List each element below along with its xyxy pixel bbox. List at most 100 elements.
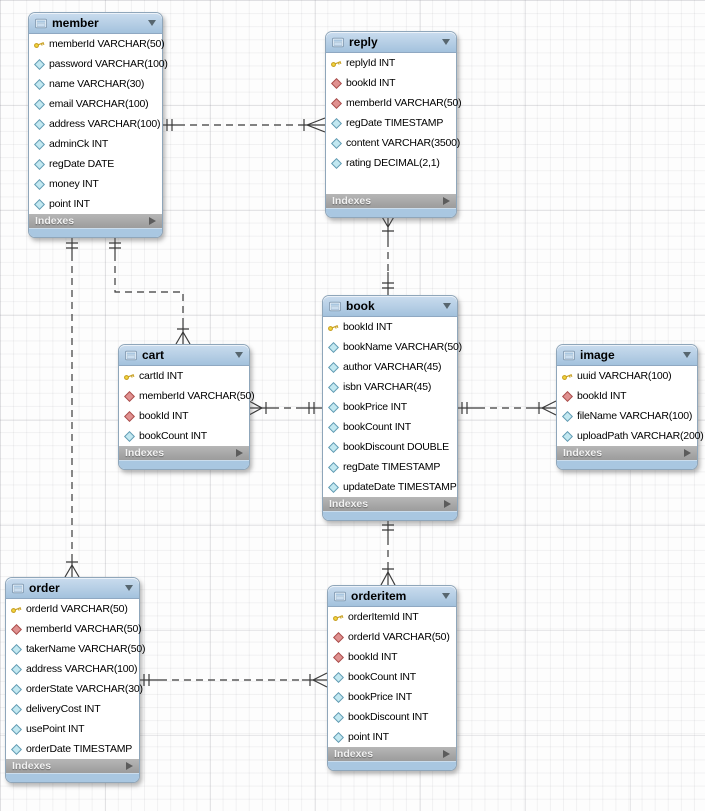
column-row[interactable]: bookDiscount DOUBLE xyxy=(323,437,457,457)
column-row[interactable]: bookId INT xyxy=(328,647,456,667)
attribute-diamond-icon xyxy=(327,441,339,453)
column-row[interactable]: uploadPath VARCHAR(200) xyxy=(557,426,704,446)
column-row[interactable]: orderId VARCHAR(50) xyxy=(328,627,456,647)
column-row[interactable]: bookPrice INT xyxy=(323,397,457,417)
indexes-footer[interactable]: Indexes xyxy=(323,497,457,511)
column-row[interactable]: memberId VARCHAR(50) xyxy=(6,619,142,639)
foreign-key-diamond-icon xyxy=(330,97,342,109)
column-row[interactable]: email VARCHAR(100) xyxy=(29,94,162,114)
table-book[interactable]: book bookId INT bookName VARCHAR(50) aut… xyxy=(322,295,462,521)
column-row[interactable]: address VARCHAR(100) xyxy=(6,659,139,679)
column-row[interactable]: password VARCHAR(100) xyxy=(29,54,168,74)
chevron-down-icon[interactable] xyxy=(442,593,450,599)
column-row[interactable]: rating DECIMAL(2,1) xyxy=(326,153,456,173)
table-header[interactable]: image xyxy=(557,345,697,366)
triangle-right-icon[interactable] xyxy=(236,449,243,457)
chevron-down-icon[interactable] xyxy=(235,352,243,358)
table-header[interactable]: reply xyxy=(326,32,456,53)
chevron-down-icon[interactable] xyxy=(148,20,156,26)
column-row[interactable]: bookId INT xyxy=(119,406,249,426)
column-row[interactable]: orderState VARCHAR(30) xyxy=(6,679,143,699)
column-row[interactable]: bookId INT xyxy=(557,386,697,406)
column-row[interactable]: uuid VARCHAR(100) xyxy=(557,366,697,386)
table-cart[interactable]: cart cartId INT memberId VARCHAR(50) boo… xyxy=(118,344,255,470)
table-header[interactable]: cart xyxy=(119,345,249,366)
column-row[interactable]: address VARCHAR(100) xyxy=(29,114,162,134)
column-row[interactable]: regDate TIMESTAMP xyxy=(326,113,456,133)
column-row[interactable]: orderItemId INT xyxy=(328,607,456,627)
relationship-book-cart[interactable] xyxy=(248,400,322,416)
column-row[interactable]: orderDate TIMESTAMP xyxy=(6,739,139,759)
column-row[interactable]: orderId VARCHAR(50) xyxy=(6,599,139,619)
relationship-book-image[interactable] xyxy=(456,400,557,416)
chevron-down-icon[interactable] xyxy=(683,352,691,358)
table-header[interactable]: orderitem xyxy=(328,586,456,607)
column-row[interactable]: bookCount INT xyxy=(323,417,457,437)
column-row[interactable]: adminCk INT xyxy=(29,134,162,154)
column-row[interactable]: cartId INT xyxy=(119,366,249,386)
chevron-down-icon[interactable] xyxy=(443,303,451,309)
triangle-right-icon[interactable] xyxy=(443,750,450,758)
triangle-right-icon[interactable] xyxy=(684,449,691,457)
attribute-diamond-icon xyxy=(332,691,344,703)
indexes-footer[interactable]: Indexes xyxy=(6,759,139,773)
attribute-diamond-icon xyxy=(33,98,45,110)
column-row[interactable]: memberId VARCHAR(50) xyxy=(119,386,255,406)
table-member[interactable]: member memberId VARCHAR(50) password VAR… xyxy=(28,12,168,238)
column-row[interactable]: bookCount INT xyxy=(328,667,456,687)
column-row[interactable]: bookId INT xyxy=(323,317,457,337)
relationship-member-order[interactable] xyxy=(64,236,80,578)
column-row[interactable]: regDate TIMESTAMP xyxy=(323,457,457,477)
column-row[interactable]: point INT xyxy=(29,194,162,214)
columns-list: cartId INT memberId VARCHAR(50) bookId I… xyxy=(119,366,255,446)
column-row[interactable]: point INT xyxy=(328,727,456,747)
relationship-book-orderitem[interactable] xyxy=(380,518,396,586)
indexes-footer[interactable]: Indexes xyxy=(29,214,162,228)
table-header[interactable]: book xyxy=(323,296,457,317)
indexes-footer[interactable]: Indexes xyxy=(328,747,456,761)
table-bottom-strip xyxy=(119,460,249,469)
relationship-book-reply[interactable] xyxy=(380,214,396,295)
triangle-right-icon[interactable] xyxy=(126,762,133,770)
column-row[interactable]: memberId VARCHAR(50) xyxy=(29,34,165,54)
relationship-member-cart[interactable] xyxy=(109,236,191,345)
indexes-footer[interactable]: Indexes xyxy=(326,194,456,208)
chevron-down-icon[interactable] xyxy=(125,585,133,591)
table-header[interactable]: order xyxy=(6,578,139,599)
column-row[interactable]: author VARCHAR(45) xyxy=(323,357,457,377)
table-header[interactable]: member xyxy=(29,13,162,34)
attribute-diamond-icon xyxy=(33,118,45,130)
indexes-footer[interactable]: Indexes xyxy=(119,446,249,460)
chevron-down-icon[interactable] xyxy=(442,39,450,45)
column-row[interactable]: usePoint INT xyxy=(6,719,139,739)
column-row[interactable]: bookId INT xyxy=(326,73,456,93)
indexes-footer[interactable]: Indexes xyxy=(557,446,697,460)
column-row[interactable]: takerName VARCHAR(50) xyxy=(6,639,146,659)
column-label: bookId INT xyxy=(343,321,393,333)
indexes-label: Indexes xyxy=(334,748,374,760)
column-row[interactable]: bookName VARCHAR(50) xyxy=(323,337,462,357)
column-row[interactable]: deliveryCost INT xyxy=(6,699,139,719)
relationship-order-orderitem[interactable] xyxy=(138,672,328,688)
table-orderitem[interactable]: orderitem orderItemId INT orderId VARCHA… xyxy=(327,585,457,771)
table-reply[interactable]: reply replyId INT bookId INT memberId VA… xyxy=(325,31,462,218)
column-row[interactable]: memberId VARCHAR(50) xyxy=(326,93,462,113)
attribute-diamond-icon xyxy=(33,178,45,190)
column-row[interactable]: fileName VARCHAR(100) xyxy=(557,406,697,426)
column-row[interactable]: money INT xyxy=(29,174,162,194)
column-row[interactable]: isbn VARCHAR(45) xyxy=(323,377,457,397)
column-row[interactable]: bookPrice INT xyxy=(328,687,456,707)
column-row[interactable]: name VARCHAR(30) xyxy=(29,74,162,94)
relationship-member-reply[interactable] xyxy=(161,117,326,133)
table-order[interactable]: order orderId VARCHAR(50) memberId VARCH… xyxy=(5,577,146,783)
column-row[interactable]: content VARCHAR(3500) xyxy=(326,133,460,153)
triangle-right-icon[interactable] xyxy=(443,197,450,205)
triangle-right-icon[interactable] xyxy=(444,500,451,508)
triangle-right-icon[interactable] xyxy=(149,217,156,225)
column-row[interactable]: updateDate TIMESTAMP xyxy=(323,477,457,497)
column-row[interactable]: replyId INT xyxy=(326,53,456,73)
column-row[interactable]: bookDiscount INT xyxy=(328,707,456,727)
column-row[interactable]: regDate DATE xyxy=(29,154,162,174)
column-row[interactable]: bookCount INT xyxy=(119,426,249,446)
table-image[interactable]: image uuid VARCHAR(100) bookId INT fileN… xyxy=(556,344,704,470)
